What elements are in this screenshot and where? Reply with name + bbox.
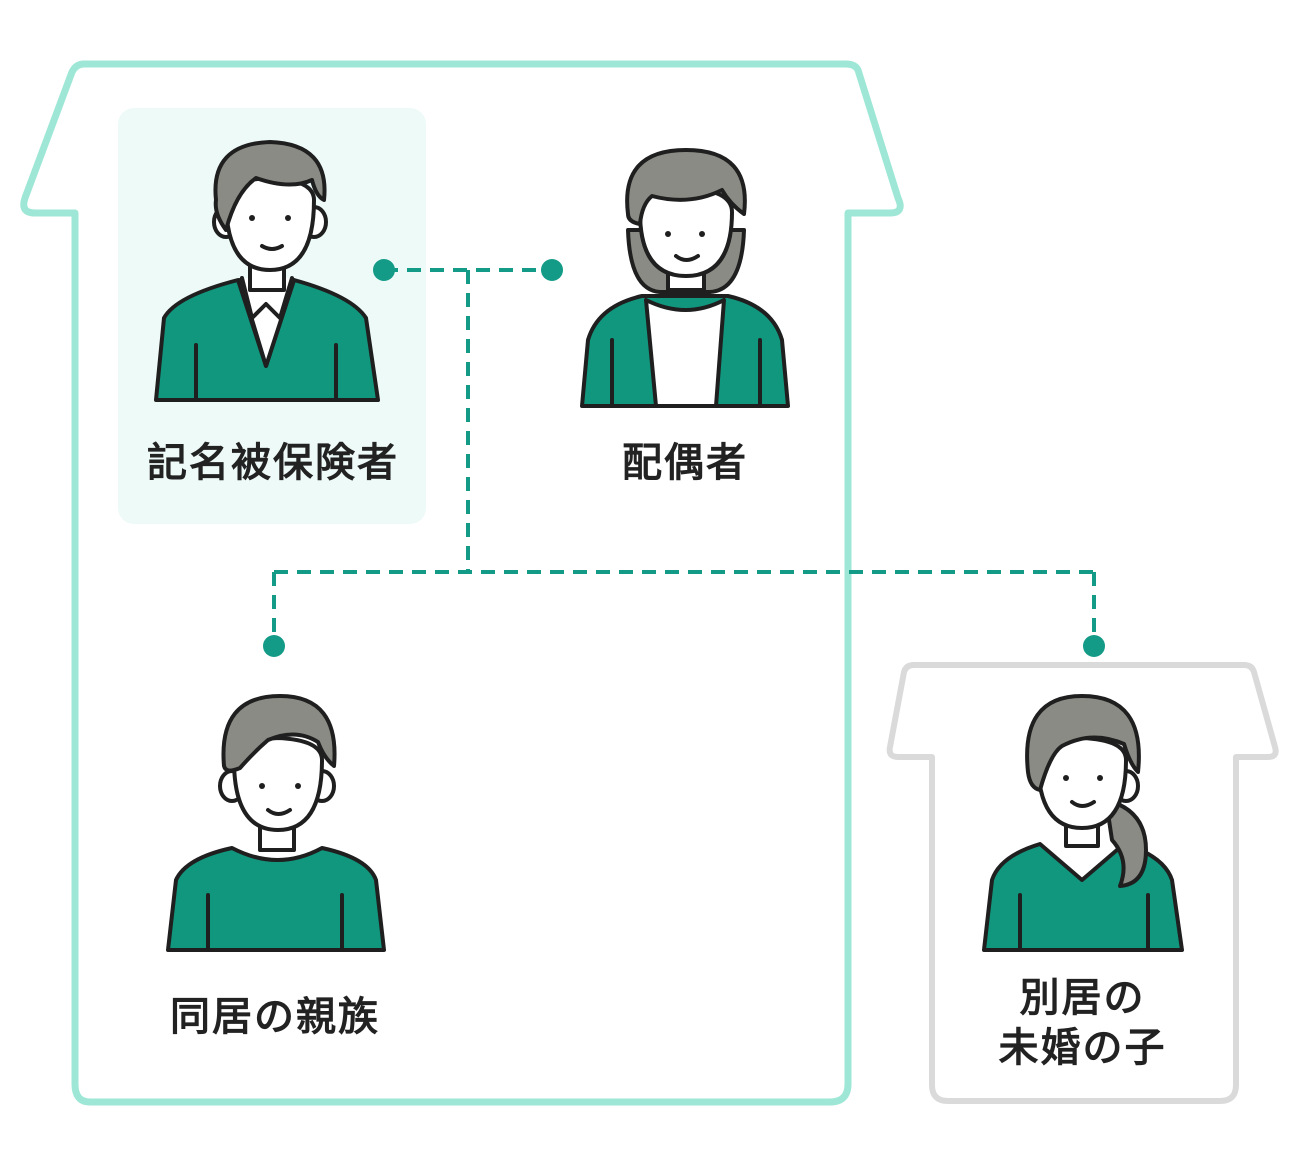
insured-label: 記名被保険者 xyxy=(147,440,399,486)
main-house-outline xyxy=(20,60,904,1106)
child-label-line1: 別居の xyxy=(1019,975,1146,1021)
woman-ponytail-icon xyxy=(982,694,1184,952)
insured-node xyxy=(373,259,395,281)
connector-lines xyxy=(272,268,1096,644)
spouse-node xyxy=(541,259,563,281)
child-label-line2: 未婚の子 xyxy=(998,1025,1167,1071)
older-woman-icon xyxy=(580,148,790,408)
child-node xyxy=(1083,635,1105,657)
spouse-label: 配偶者 xyxy=(622,440,748,486)
child-label: 別居の 未婚の子 xyxy=(930,973,1235,1073)
separate-house-outline xyxy=(886,662,1279,1104)
young-man-icon xyxy=(166,694,386,952)
man-with-collar-icon xyxy=(154,140,380,402)
relatives-node xyxy=(263,635,285,657)
relatives-label: 同居の親族 xyxy=(170,994,380,1040)
